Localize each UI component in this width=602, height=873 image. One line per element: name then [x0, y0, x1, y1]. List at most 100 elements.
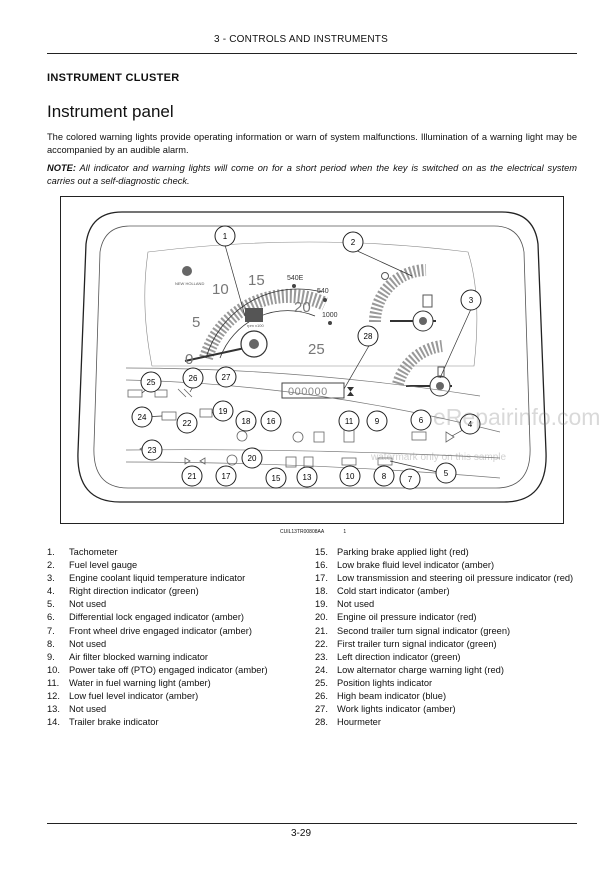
- legend-item: 27. Work lights indicator (amber): [315, 703, 580, 716]
- instrument-cluster-figure: 0 5 10 15 20 25 rpm x100 NEW HOLLAND 540…: [60, 196, 564, 524]
- legend-item: 19. Not used: [315, 598, 580, 611]
- brand-text: NEW HOLLAND: [175, 281, 204, 286]
- svg-text:20: 20: [248, 454, 257, 463]
- legend-item-label: Low brake fluid level indicator (amber): [337, 560, 495, 571]
- legend-item-number: 5.: [47, 599, 55, 610]
- legend-item-number: 7.: [47, 625, 55, 636]
- legend-item-label: Hourmeter: [337, 717, 381, 728]
- figure-code: CUIL13TR00808AA: [280, 529, 324, 535]
- legend-item: 25. Position lights indicator: [315, 677, 580, 690]
- diff-lock-icon: [411, 431, 427, 441]
- svg-text:25: 25: [147, 378, 156, 387]
- svg-text:16: 16: [267, 417, 276, 426]
- callout-22: 22: [176, 412, 198, 434]
- legend-item-label: Left direction indicator (green): [337, 651, 461, 662]
- svg-text:4: 4: [468, 420, 473, 429]
- svg-text:23: 23: [148, 446, 157, 455]
- legend-item-label: Air filter blocked warning indicator: [69, 651, 208, 662]
- svg-text:15: 15: [272, 474, 281, 483]
- svg-text:3: 3: [469, 296, 474, 305]
- callout-10: 10: [339, 465, 361, 487]
- callout-24: 24: [131, 406, 153, 428]
- callout-27: 27: [215, 366, 237, 388]
- svg-text:28: 28: [364, 332, 373, 341]
- legend-item-number: 3.: [47, 573, 55, 584]
- intro-paragraph: The colored warning lights provide opera…: [47, 132, 577, 155]
- legend-item: 14.Trailer brake indicator: [47, 716, 312, 729]
- legend-item-number: 25.: [315, 677, 328, 688]
- figure-caption: CUIL13TR00808AA 1: [280, 529, 346, 535]
- oil-can-icon: [226, 454, 238, 466]
- callout-21: 21: [181, 465, 203, 487]
- legend-item-number: 4.: [47, 586, 55, 597]
- svg-text:11: 11: [345, 417, 354, 426]
- tractor-icon: [245, 308, 263, 322]
- legend-item-label: Low transmission and steering oil pressu…: [337, 573, 574, 584]
- brand-logo-icon: [182, 266, 192, 276]
- svg-text:21: 21: [188, 472, 197, 481]
- callout-markers: 1 2 3 4 5 6 7 8 9 10 11 13 15 16 17 18 1…: [131, 225, 482, 490]
- svg-text:13: 13: [303, 473, 312, 482]
- legend-item-number: 11.: [47, 677, 60, 688]
- legend-item-number: 26.: [315, 691, 328, 702]
- high-beam-icon: [154, 389, 168, 398]
- legend-item: 17.Low transmission and steering oil pre…: [315, 572, 580, 585]
- tach-number: 25: [308, 341, 325, 358]
- callout-28: 28: [357, 325, 379, 347]
- callout-19: 19: [212, 400, 234, 422]
- cluster-drawing: 0 5 10 15 20 25 rpm x100 NEW HOLLAND 540…: [60, 196, 564, 524]
- legend-item-number: 10.: [47, 664, 60, 675]
- svg-text:1: 1: [223, 232, 228, 241]
- figure-number: 1: [343, 529, 347, 535]
- legend-item: 2.Fuel level gauge: [47, 559, 312, 572]
- legend-item-label: Fuel level gauge: [69, 560, 138, 571]
- svg-text:2: 2: [351, 238, 356, 247]
- legend-item-label: Second trailer turn signal indicator (gr…: [337, 625, 511, 636]
- legend-column-right: 15.Parking brake applied light (red)16. L…: [315, 546, 580, 729]
- svg-text:6: 6: [419, 416, 424, 425]
- pto-icon: [341, 457, 357, 466]
- legend-item: 15.Parking brake applied light (red): [315, 546, 580, 559]
- svg-text:19: 19: [219, 407, 228, 416]
- callout-18: 18: [235, 410, 257, 432]
- page-number: 3-29: [290, 828, 311, 839]
- legend-item-number: 27.: [315, 704, 328, 715]
- svg-text:27: 27: [222, 373, 231, 382]
- legend-item-label: Front wheel drive engaged indicator (amb…: [69, 625, 252, 636]
- legend-item-number: 20.: [315, 612, 328, 623]
- legend-item: 23.Left direction indicator (green): [315, 651, 580, 664]
- legend-item-label: Engine coolant liquid temperature indica…: [69, 573, 246, 584]
- svg-text:7: 7: [408, 475, 413, 484]
- note-label: NOTE:: [47, 163, 76, 173]
- legend-item-number: 19.: [315, 599, 328, 610]
- legend-item-label: First trailer turn signal indicator (gre…: [337, 638, 497, 649]
- legend-item-label: Work lights indicator (amber): [337, 704, 456, 715]
- tach-number: 15: [248, 272, 265, 289]
- hourglass-icon: [347, 387, 354, 396]
- legend-item: 28.Hourmeter: [315, 716, 580, 729]
- hourmeter-display: 000000: [288, 386, 328, 398]
- legend-item-number: 16.: [315, 560, 328, 571]
- legend-item-label: Low fuel level indicator (amber): [69, 691, 199, 702]
- callout-4: 4: [459, 413, 481, 435]
- legend-item: 5.Not used: [47, 598, 312, 611]
- svg-text:18: 18: [242, 417, 251, 426]
- legend-item-label: Parking brake applied light (red): [337, 547, 469, 557]
- legend-item-label: Tachometer: [69, 547, 118, 557]
- legend-item-label: Not used: [337, 599, 375, 610]
- legend-item-number: 22.: [315, 638, 328, 649]
- svg-text:10: 10: [346, 472, 355, 481]
- legend-item-label: Position lights indicator: [337, 677, 433, 688]
- legend-item-number: 21.: [315, 625, 328, 636]
- callout-15: 15: [265, 467, 287, 489]
- legend-item: 22. First trailer turn signal indicator (…: [315, 638, 580, 651]
- glow-plug-icon: [236, 430, 248, 442]
- svg-text:17: 17: [222, 472, 231, 481]
- legend-item: 24.Low alternator charge warning light (…: [315, 664, 580, 677]
- legend-item-number: 1.: [47, 547, 55, 557]
- legend-item: 7. Front wheel drive engaged indicator (a…: [47, 625, 312, 638]
- trailer-signal-icon: [184, 457, 206, 465]
- callout-25: 25: [140, 371, 162, 393]
- legend-item-label: Water in fuel warning light (amber): [69, 677, 211, 688]
